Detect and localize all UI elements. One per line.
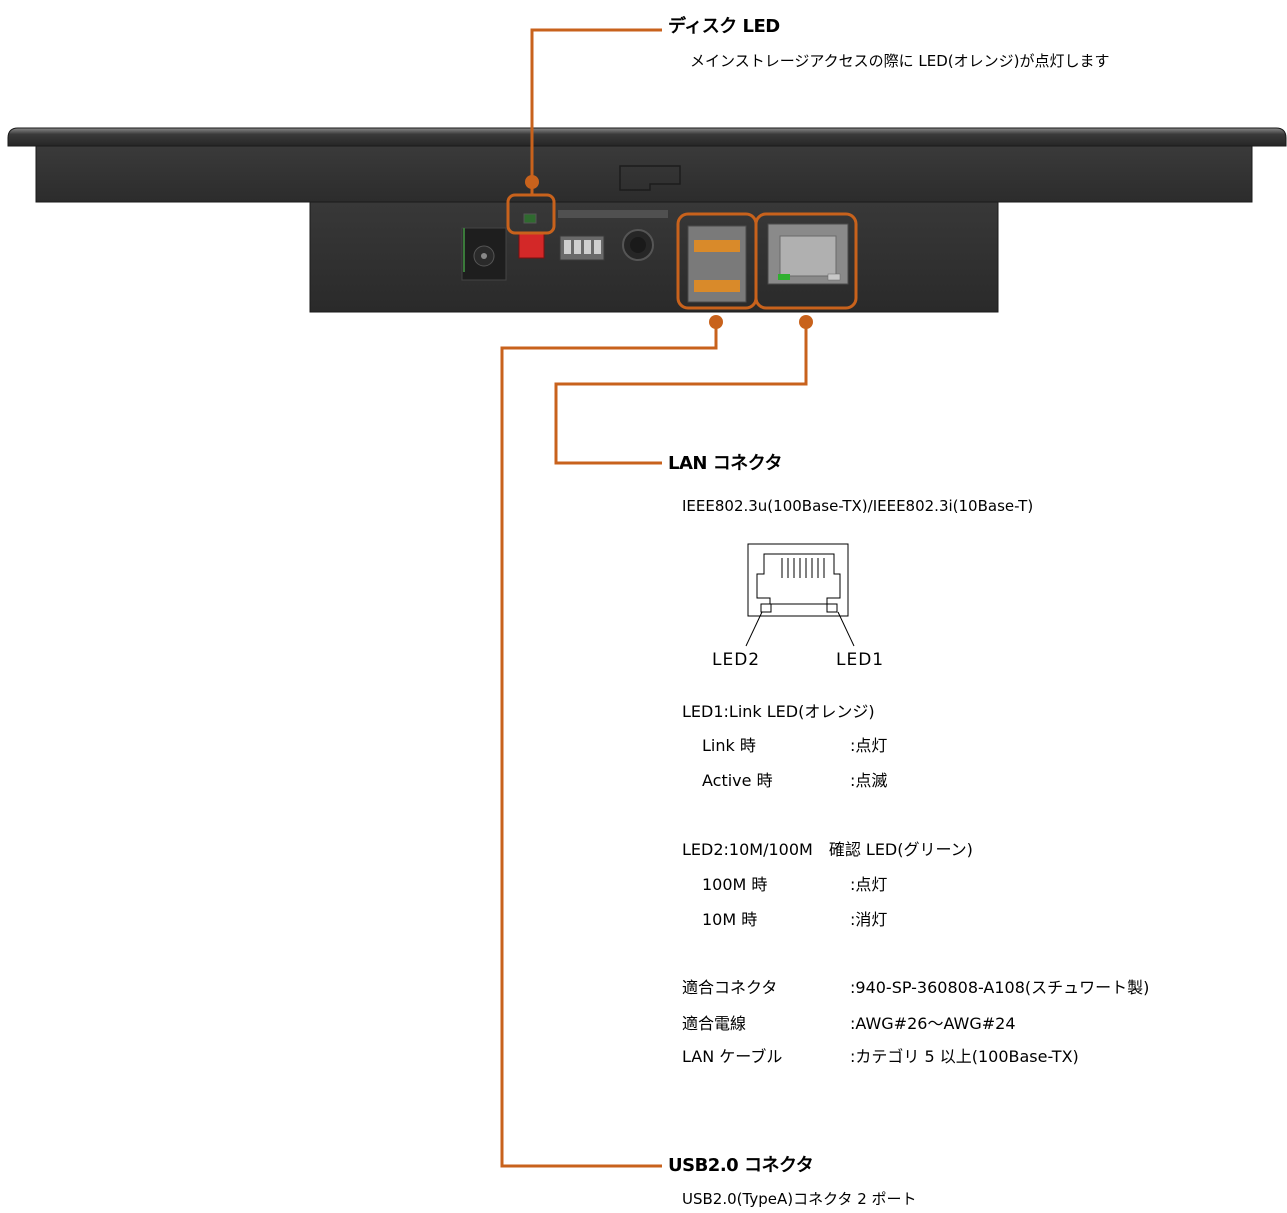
rs-connector xyxy=(558,210,668,261)
device-body xyxy=(7,127,1287,313)
rj45-led1-label: LED1 xyxy=(836,650,885,670)
led1-row-label: Link 時 xyxy=(702,736,756,755)
led2-row-value: :点灯 xyxy=(850,875,888,894)
lan-heading: LAN コネクタ xyxy=(668,453,783,474)
callouts xyxy=(500,28,858,1168)
rj45-figure xyxy=(745,543,855,647)
led1-pointer xyxy=(837,611,855,647)
disk-led-description: メインストレージアクセスの際に LED(オレンジ)が点灯します xyxy=(690,52,1110,70)
disk-led-leader xyxy=(530,28,662,195)
disk-led-heading: ディスク LED xyxy=(668,16,780,37)
lan-leader xyxy=(554,322,808,465)
rj45-opening xyxy=(756,553,841,605)
usb-description: USB2.0(TypeA)コネクタ 2 ポート xyxy=(682,1190,917,1208)
reset-button xyxy=(518,233,545,259)
led1-row-value: :点滅 xyxy=(850,771,888,790)
spec-value: :940-SP-360808-A108(スチュワート製) xyxy=(850,978,1150,997)
spec-value: :AWG#26～AWG#24 xyxy=(850,1014,1016,1033)
usb-heading: USB2.0 コネクタ xyxy=(668,1155,814,1176)
rj45-pins xyxy=(781,558,825,578)
dc-jack xyxy=(461,227,507,281)
usb-ports xyxy=(687,225,747,303)
led1-title: LED1:Link LED(オレンジ) xyxy=(682,702,875,721)
usb-leader xyxy=(500,322,718,1168)
spec-label: 適合コネクタ xyxy=(682,978,778,997)
led1-row-value: :点灯 xyxy=(850,736,888,755)
io-ports xyxy=(461,210,849,303)
led1-row-label: Active 時 xyxy=(702,771,773,790)
led2-pointer xyxy=(745,611,763,647)
led2-row-label: 10M 時 xyxy=(702,910,758,929)
spec-label: 適合電線 xyxy=(682,1014,747,1033)
rear-case xyxy=(35,145,1253,203)
lan-port xyxy=(767,223,849,285)
spec-value: :カテゴリ 5 以上(100Base-TX) xyxy=(850,1047,1079,1066)
rj45-led1 xyxy=(826,603,838,613)
rj45-led2-label: LED2 xyxy=(712,650,761,670)
front-bezel xyxy=(7,127,1287,147)
lan-highlight xyxy=(754,212,858,310)
mini-din-port xyxy=(622,229,654,261)
led2-row-value: :消灯 xyxy=(850,910,888,929)
io-panel xyxy=(309,201,999,313)
led2-row-label: 100M 時 xyxy=(702,875,768,894)
led2-title: LED2:10M/100M 確認 LED(グリーン) xyxy=(682,840,973,859)
rj45-outline xyxy=(747,543,849,617)
callout-dots xyxy=(525,175,813,329)
lan-standard: IEEE802.3u(100Base-TX)/IEEE802.3i(10Base… xyxy=(682,497,1034,515)
spec-label: LAN ケーブル xyxy=(682,1047,783,1066)
rj45-led2 xyxy=(760,603,772,613)
disk-led-indicator xyxy=(523,213,537,224)
case-notch xyxy=(619,165,681,191)
